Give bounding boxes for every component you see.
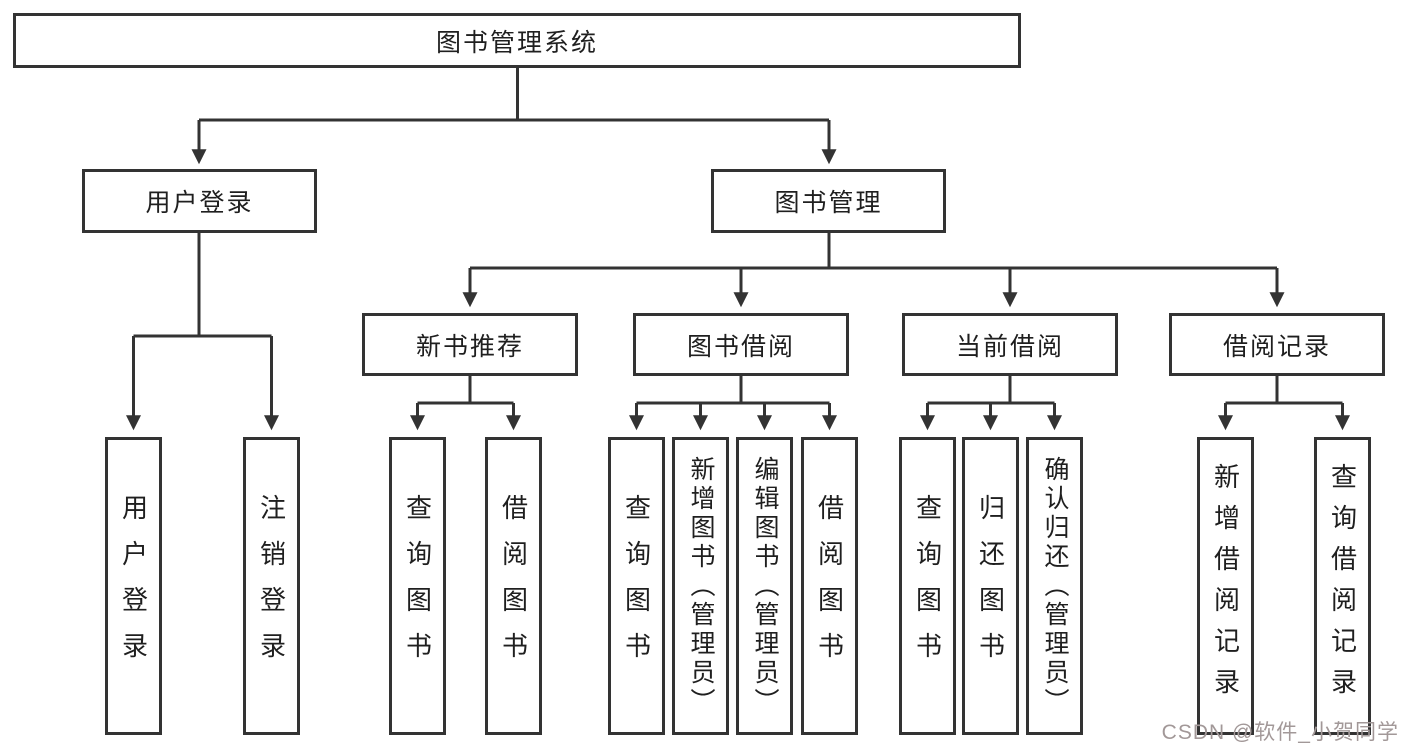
node-leaf-logout: 注销登录 [243,437,300,735]
node-leaf-borrow-books: 借阅图书 [801,437,858,735]
node-user-login: 用户登录 [82,169,317,233]
csdn-watermark: CSDN @软件_小贺同学 [1161,721,1399,744]
node-borrow-records: 借阅记录 [1169,313,1385,376]
node-label: 图书借阅 [686,332,795,361]
node-label: 借阅图书 [814,494,845,678]
node-leaf-return-book: 归还图书 [962,437,1019,735]
node-leaf-query-books-current: 查询图书 [899,437,956,735]
node-root: 图书管理系统 [13,13,1021,68]
node-label: 查询图书 [912,494,943,678]
node-book-management: 图书管理 [711,169,946,233]
node-leaf-user-login: 用户登录 [105,437,162,735]
node-label: 图书管理 [774,189,883,217]
node-label: 用户登录 [118,494,149,678]
node-leaf-query-borrow-record: 查询借阅记录 [1314,437,1371,735]
node-leaf-edit-book-admin: 编辑图书（管理员） [736,437,793,735]
node-label: 当前借阅 [955,332,1064,361]
node-label: 查询图书 [621,494,652,678]
node-leaf-add-book-admin: 新增图书（管理员） [672,437,729,735]
node-label: 图书管理系统 [435,28,598,57]
node-label: 借阅图书 [498,494,529,678]
node-leaf-confirm-return-admin: 确认归还（管理员） [1026,437,1083,735]
node-label: 注销登录 [256,494,287,678]
node-label: 查询图书 [402,494,433,678]
node-label: 用户登录 [145,189,254,217]
node-leaf-query-books-borrow: 查询图书 [608,437,665,735]
node-label: 查询借阅记录 [1327,463,1358,709]
node-current-borrow: 当前借阅 [902,313,1118,376]
node-label: 编辑图书（管理员） [751,455,779,717]
node-leaf-borrow-books-recommend: 借阅图书 [485,437,542,735]
node-label: 借阅记录 [1222,332,1331,361]
node-label: 新书推荐 [415,332,524,361]
node-label: 新增图书（管理员） [687,455,715,717]
node-label: 新增借阅记录 [1210,463,1241,709]
node-new-book-recommend: 新书推荐 [362,313,578,376]
node-leaf-add-borrow-record: 新增借阅记录 [1197,437,1254,735]
node-label: 归还图书 [975,494,1006,678]
node-leaf-query-books-recommend: 查询图书 [389,437,446,735]
node-label: 确认归还（管理员） [1041,455,1069,717]
node-book-borrow: 图书借阅 [633,313,849,376]
